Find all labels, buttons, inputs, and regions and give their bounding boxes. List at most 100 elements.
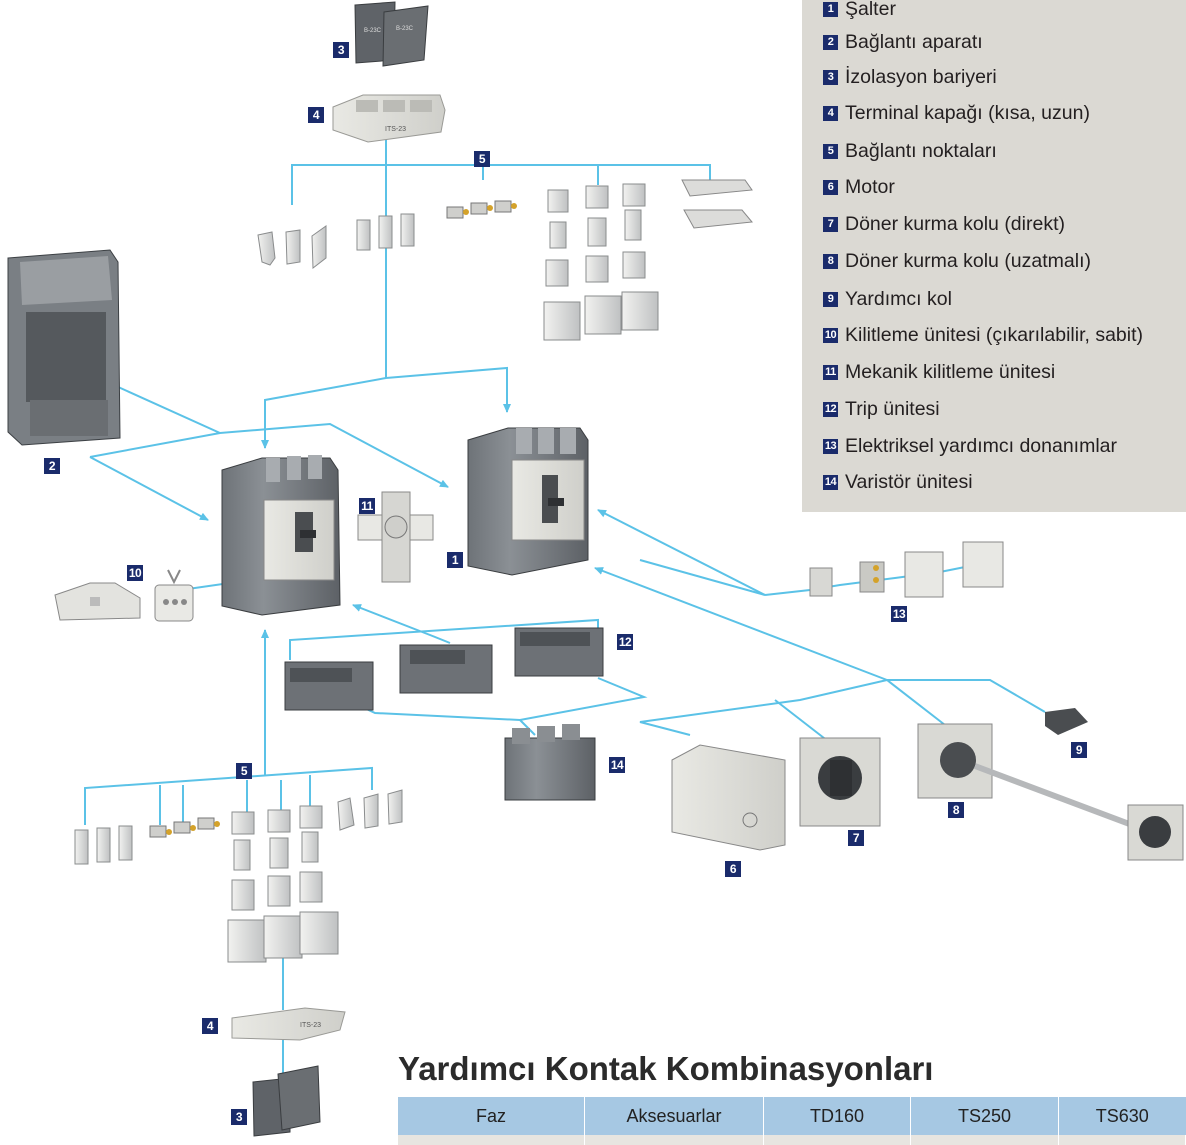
motor-operator <box>671 744 786 851</box>
legend-label: Mekanik kilitleme ünitesi <box>845 360 1056 383</box>
legend-item: 4 Terminal kapağı (kısa, uzun) <box>823 98 1090 128</box>
table-cell <box>910 1135 1059 1145</box>
badge-3-top: 3 <box>333 42 349 58</box>
legend-number: 7 <box>823 216 838 232</box>
legend-number: 10 <box>823 327 838 343</box>
badge-5-bottom: 5 <box>236 763 252 779</box>
legend-number: 4 <box>823 105 838 121</box>
legend-item: 1 Şalter <box>823 0 896 24</box>
legend-number: 14 <box>823 474 838 490</box>
connecting-apparatus <box>7 249 121 446</box>
badge-4-top: 4 <box>308 107 324 123</box>
legend-label: Elektriksel yardımcı donanımlar <box>845 434 1118 457</box>
bolts-top <box>446 200 517 219</box>
legend-number: 8 <box>823 253 838 269</box>
legend-number: 1 <box>823 1 838 17</box>
legend-item: 14 Varistör ünitesi <box>823 467 973 497</box>
legend-number: 2 <box>823 34 838 50</box>
legend-label: Terminal kapağı (kısa, uzun) <box>845 101 1090 124</box>
badge-7: 7 <box>848 830 864 846</box>
isolation-barrier-top: B-23C B-23C <box>354 1 429 67</box>
terminal-cover-bottom-text: ITS-23 <box>300 1022 321 1029</box>
badge-10: 10 <box>127 565 143 581</box>
cable-lugs-top <box>543 183 659 341</box>
legend-item: 8 Döner kurma kolu (uzatmalı) <box>823 246 1091 276</box>
busbar-connectors-top <box>257 213 415 269</box>
legend-label: Bağlantı noktaları <box>845 139 997 162</box>
badge-8: 8 <box>948 802 964 818</box>
clamp-connectors-top <box>681 179 753 229</box>
table-header-ts630: TS630 <box>1058 1097 1186 1135</box>
badge-9: 9 <box>1071 742 1087 758</box>
legend-label: Döner kurma kolu (uzatmalı) <box>845 249 1091 272</box>
breaker-main <box>467 427 589 576</box>
isolation-barrier-bottom <box>252 1065 321 1137</box>
legend-item: 3 İzolasyon bariyeri <box>823 62 997 92</box>
legend-label: Şalter <box>845 0 896 20</box>
legend-item: 9 Yardımcı kol <box>823 284 952 314</box>
table-cell <box>1058 1135 1186 1145</box>
legend-item: 12 Trip ünitesi <box>823 394 940 424</box>
table-cell <box>584 1135 764 1145</box>
breaker-assembled <box>221 455 341 616</box>
table-cell <box>763 1135 911 1145</box>
legend-label: Trip ünitesi <box>845 397 940 420</box>
table-header-faz: Faz <box>398 1097 585 1135</box>
legend-label: Kilitleme ünitesi (çıkarılabilir, sabit) <box>845 323 1144 346</box>
terminal-cover-top: ITS-23 <box>332 94 446 143</box>
badge-12: 12 <box>617 634 633 650</box>
legend-label: Döner kurma kolu (direkt) <box>845 212 1065 235</box>
badge-5-top: 5 <box>474 151 490 167</box>
table-header-row: Faz Aksesuarlar TD160 TS250 TS630 <box>398 1097 1186 1135</box>
rotary-handle-extended <box>917 723 1184 861</box>
mechanical-interlock <box>357 491 434 583</box>
legend-label: İzolasyon bariyeri <box>845 65 997 88</box>
legend-item: 2 Bağlantı aparatı <box>823 27 983 57</box>
legend-number: 11 <box>823 364 838 380</box>
electrical-auxiliaries <box>809 541 1004 598</box>
legend-item: 10 Kilitleme ünitesi (çıkarılabilir, sabi… <box>823 320 1143 350</box>
table-header-aksesuarlar: Aksesuarlar <box>584 1097 764 1135</box>
legend-item: 11 Mekanik kilitleme ünitesi <box>823 357 1055 387</box>
badge-1: 1 <box>447 552 463 568</box>
terminal-cover-bottom: ITS-23 <box>231 1007 346 1041</box>
trip-units <box>284 627 604 711</box>
legend-label: Varistör ünitesi <box>845 470 973 493</box>
svg-text:B-23C: B-23C <box>396 26 414 32</box>
svg-text:B-23C: B-23C <box>364 28 382 34</box>
legend-label: Motor <box>845 175 895 198</box>
badge-3-bottom: 3 <box>231 1109 247 1125</box>
table-header-ts250: TS250 <box>910 1097 1059 1135</box>
legend-number: 6 <box>823 179 838 195</box>
table-cell <box>398 1135 585 1145</box>
table-header-td160: TD160 <box>763 1097 911 1135</box>
rotary-handle-direct <box>799 737 881 827</box>
badge-13: 13 <box>891 606 907 622</box>
legend-panel: 1 Şalter 2 Bağlantı aparatı 3 İzolasyon bar… <box>802 0 1186 512</box>
bolts-bottom <box>149 817 220 838</box>
legend-number: 9 <box>823 291 838 307</box>
locking-units <box>54 569 194 622</box>
varistor-unit <box>504 724 596 801</box>
legend-item: 6 Motor <box>823 172 895 202</box>
legend-number: 5 <box>823 143 838 159</box>
legend-number: 12 <box>823 401 838 417</box>
cable-lugs-bottom <box>227 805 339 963</box>
legend-number: 3 <box>823 69 838 85</box>
badge-11: 11 <box>359 498 375 514</box>
busbar-connectors-bottom <box>74 789 403 865</box>
badge-4-bottom: 4 <box>202 1018 218 1034</box>
badge-2: 2 <box>44 458 60 474</box>
table-row <box>398 1135 1186 1145</box>
terminal-cover-top-text: ITS-23 <box>385 126 406 133</box>
legend-item: 7 Döner kurma kolu (direkt) <box>823 209 1065 239</box>
auxiliary-handle <box>1045 708 1088 735</box>
legend-label: Bağlantı aparatı <box>845 30 983 53</box>
section-title: Yardımcı Kontak Kombinasyonları <box>398 1050 934 1087</box>
legend-label: Yardımcı kol <box>845 287 952 310</box>
legend-item: 5 Bağlantı noktaları <box>823 136 997 166</box>
connector-lines <box>84 140 1046 1080</box>
badge-6: 6 <box>725 861 741 877</box>
